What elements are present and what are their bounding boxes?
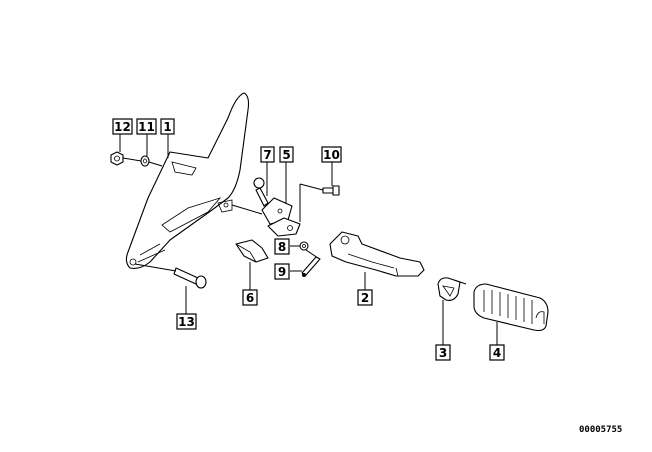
part-12-nut[interactable] <box>110 151 124 166</box>
callout-2[interactable]: 2 <box>357 289 373 306</box>
callout-4[interactable]: 4 <box>489 344 505 361</box>
reference-number: 00005755 <box>579 425 622 435</box>
callout-1[interactable]: 1 <box>160 118 175 135</box>
callout-5[interactable]: 5 <box>279 146 294 163</box>
callout-7-text: 7 <box>263 148 271 162</box>
leader-lines <box>119 134 498 345</box>
callout-9-text: 9 <box>278 265 286 279</box>
callout-11-text: 11 <box>138 120 155 134</box>
callout-10[interactable]: 10 <box>321 146 342 163</box>
part-2-footrest-arm[interactable] <box>329 231 425 277</box>
callout-6[interactable]: 6 <box>242 289 258 306</box>
part-8-washer[interactable] <box>299 241 309 251</box>
callout-6-text: 6 <box>246 291 254 305</box>
callout-9[interactable]: 9 <box>274 263 290 280</box>
callout-8[interactable]: 8 <box>274 238 290 255</box>
part-6-stop[interactable] <box>235 239 269 263</box>
part-9-pin[interactable] <box>301 256 321 277</box>
callout-12[interactable]: 12 <box>112 118 133 135</box>
part-11-washer[interactable] <box>140 155 150 167</box>
callout-1-text: 1 <box>163 120 171 134</box>
callout-3-text: 3 <box>439 346 447 360</box>
callout-10-text: 10 <box>323 148 340 162</box>
callout-2-text: 2 <box>361 291 369 305</box>
part-7-bolt[interactable] <box>253 177 269 207</box>
part-10-screw[interactable] <box>322 185 340 196</box>
part-4-footrest-rubber[interactable] <box>473 283 549 332</box>
part-5-hinge-plate[interactable] <box>261 197 301 237</box>
callout-3[interactable]: 3 <box>435 344 451 361</box>
callout-5-text: 5 <box>282 148 290 162</box>
callout-4-text: 4 <box>493 346 501 360</box>
callout-11[interactable]: 11 <box>136 118 157 135</box>
part-1-bracket[interactable] <box>125 92 250 269</box>
callout-7[interactable]: 7 <box>260 146 275 163</box>
callout-8-text: 8 <box>278 240 286 254</box>
part-3-insert[interactable] <box>437 277 467 301</box>
callout-12-text: 12 <box>114 120 131 134</box>
callout-13-text: 13 <box>178 315 195 329</box>
callout-13[interactable]: 13 <box>176 313 197 330</box>
part-13-bolt[interactable] <box>173 267 207 289</box>
